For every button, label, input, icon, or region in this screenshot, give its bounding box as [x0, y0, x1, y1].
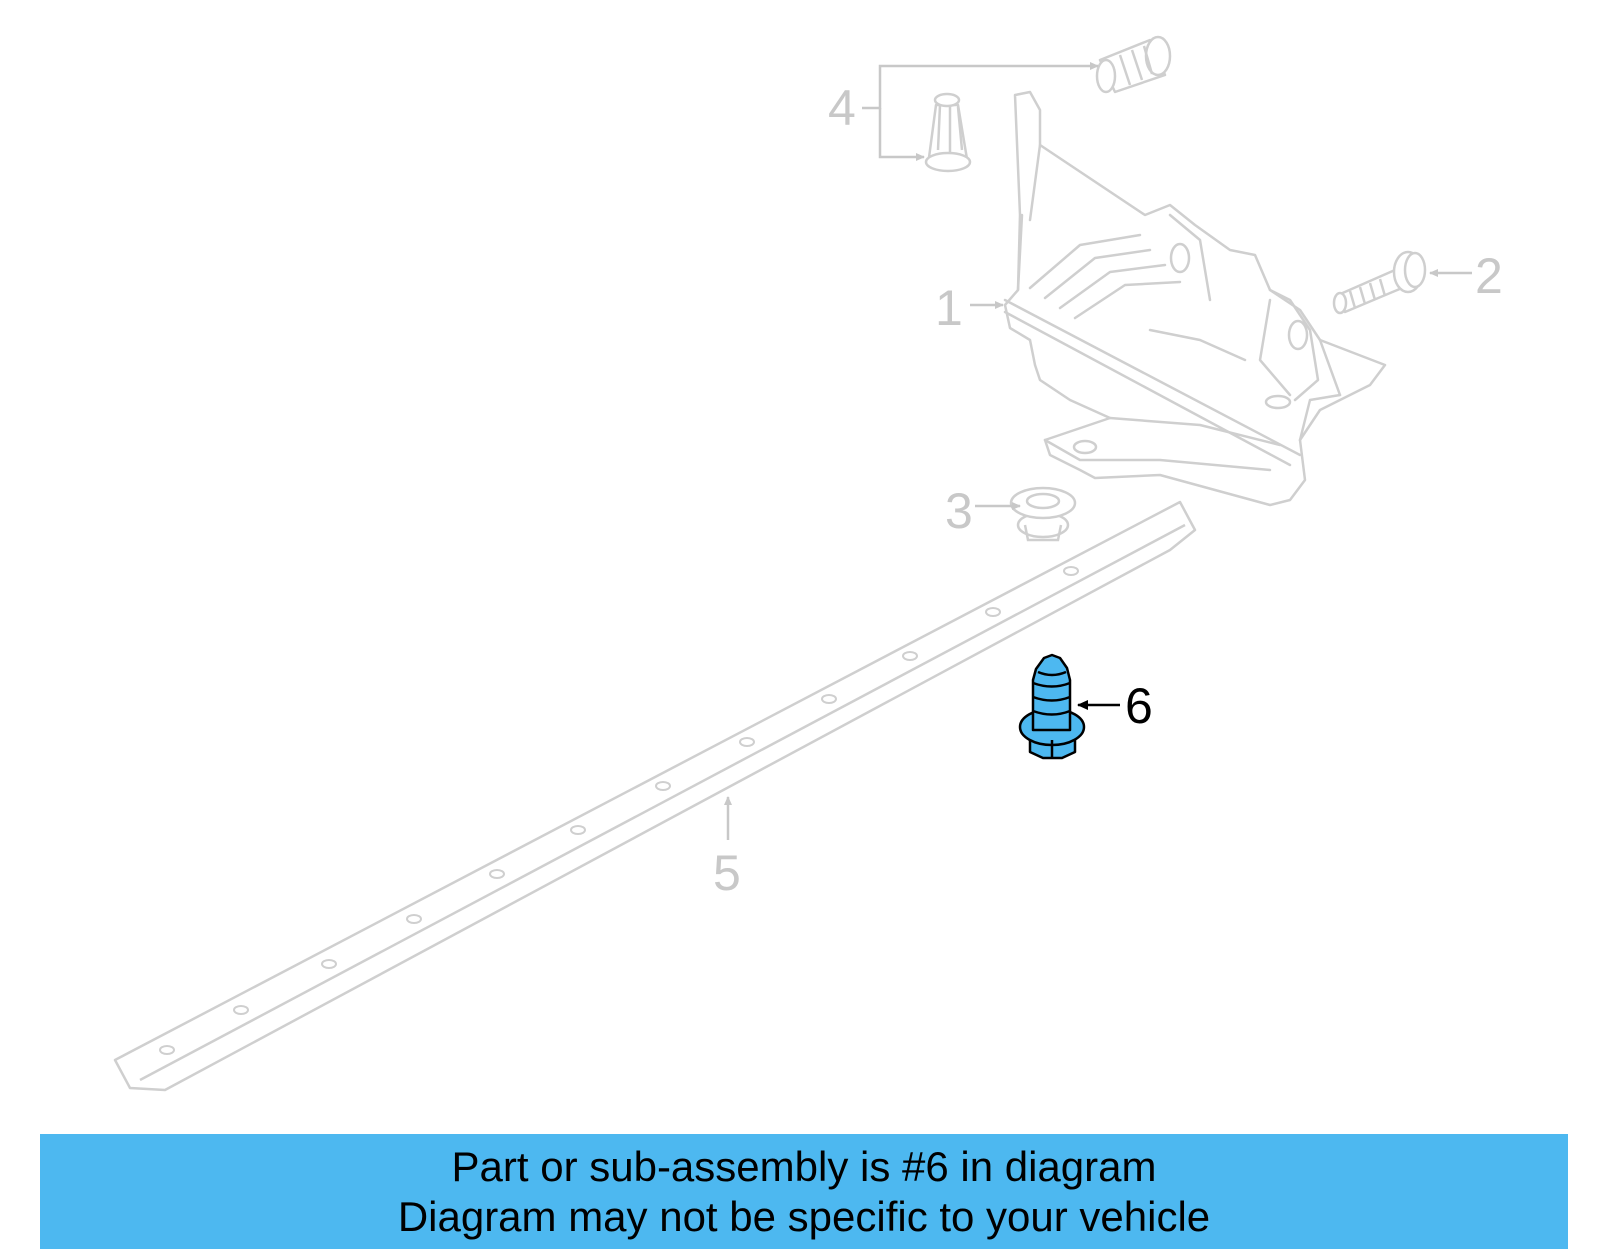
part-1-splash-shield: [1003, 90, 1387, 507]
callout-6[interactable]: 6: [1125, 678, 1153, 734]
banner-line-1: Part or sub-assembly is #6 in diagram: [451, 1143, 1157, 1190]
callout-4: 4: [828, 80, 856, 136]
callout-1: 1: [935, 280, 963, 336]
part-6-flange-bolt[interactable]: [1018, 653, 1086, 760]
banner-line-2: Diagram may not be specific to your vehi…: [397, 1193, 1211, 1240]
callout-labels: 1 2 3 4 5 6: [713, 80, 1503, 901]
callout-5: 5: [713, 845, 741, 901]
leader-lines: [724, 62, 1472, 840]
part-2-bolt: [1332, 250, 1427, 315]
callout-2: 2: [1475, 248, 1503, 304]
rail-holes: [159, 566, 1079, 1055]
leader-4-lower: [878, 108, 925, 161]
part-3-clip: [1009, 486, 1077, 542]
callout-3: 3: [945, 483, 973, 539]
part-5-rail: [113, 500, 1197, 1092]
info-banner: Part or sub-assembly is #6 in diagram Di…: [40, 1134, 1568, 1249]
leader-4-upper: [862, 62, 1099, 110]
part-4-push-pins: [924, 35, 1172, 173]
